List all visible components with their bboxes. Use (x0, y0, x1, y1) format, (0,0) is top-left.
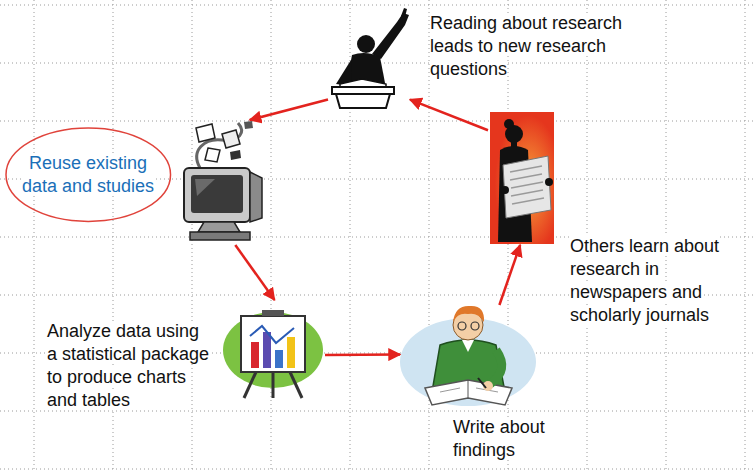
ellipse-outline: Reuse existing data and studies (4, 126, 173, 223)
ellipse-shape (4, 126, 173, 223)
computer-icon (184, 121, 262, 240)
stage-label: Reuse existing data and studies (22, 153, 154, 196)
stage-node: Reuse existing data and studies (175, 120, 265, 245)
newspaper-reader-icon (490, 112, 554, 244)
cycle-arrow (235, 245, 274, 300)
stage-text: Reuse existing data and studies (18, 152, 158, 198)
cycle-arrow (250, 100, 328, 120)
stage-label: Others learn about research in newspaper… (570, 236, 719, 325)
cycle-arrow (325, 353, 400, 356)
stage-node: Write about findings (400, 305, 540, 415)
stage-text: Others learn about research in newspaper… (570, 235, 740, 327)
stage-node: Others learn about research in newspaper… (488, 110, 555, 245)
chart-icon (223, 310, 323, 398)
stage-label: Analyze data using a statistical package… (47, 321, 209, 410)
cycle-arrow (499, 245, 520, 305)
stage-node: Analyze data using a statistical package… (222, 300, 325, 400)
student-icon (332, 8, 409, 108)
stage-node: Reading about research leads to new rese… (328, 15, 410, 110)
stage-text: Reading about research leads to new rese… (430, 12, 650, 81)
stage-text: Write about findings (453, 416, 563, 462)
stage-label: Write about findings (453, 417, 545, 460)
stage-label: Reading about research leads to new rese… (430, 13, 622, 79)
cycle-arrow (410, 100, 488, 131)
stage-text: Analyze data using a statistical package… (47, 320, 211, 412)
writer-icon (400, 306, 536, 406)
